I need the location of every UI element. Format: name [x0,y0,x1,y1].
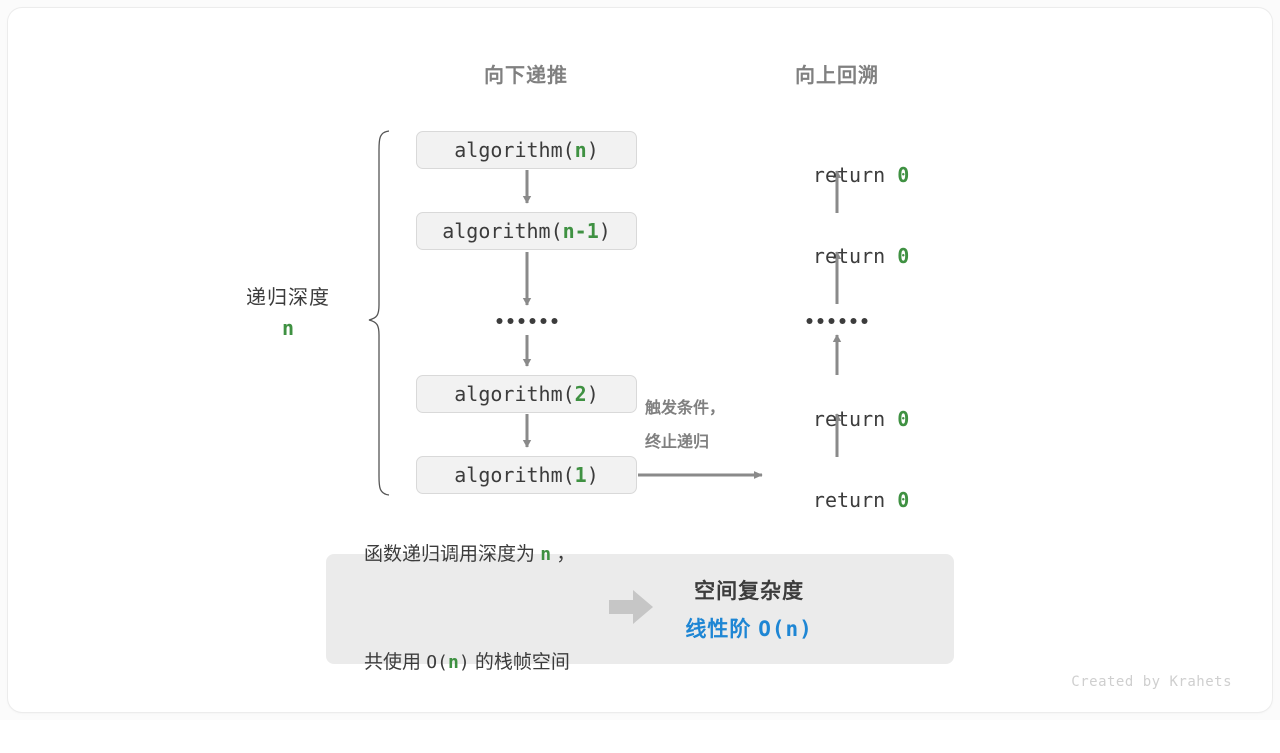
dot [861,318,868,324]
call-box-suffix: ) [586,138,599,162]
recursion-depth-text: 递归深度 [246,287,330,309]
return-keyword: return [812,488,898,512]
dot [839,318,846,324]
call-box-suffix: ) [598,219,611,243]
return-keyword: return [812,163,898,187]
call-box-arg: n [574,138,587,162]
summary-conclusion: 空间复杂度 线性阶 O(n) [685,575,812,643]
dot [507,318,514,324]
return-label-second: return 0 [765,220,910,292]
call-box-prefix: algorithm( [454,463,575,487]
base-case-note-line1: 触发条件， [645,400,726,417]
dot [496,318,503,324]
return-value: 0 [897,488,910,512]
return-label-top: return 0 [765,139,910,211]
dot [551,318,558,324]
call-box-prefix: algorithm( [454,382,575,406]
call-box-arg: 1 [574,463,587,487]
ellipsis-left [496,318,558,324]
summary-line2-text-b: 的栈帧空间 [469,652,570,673]
summary-arrow-icon [609,589,654,629]
call-box-prefix: algorithm( [454,138,575,162]
dot [806,318,813,324]
footer-credit: Created by Krahets [1071,674,1232,690]
summary-line-2: 共使用 O(n) 的栈帧空间 [364,645,575,681]
dot [540,318,547,324]
summary-description: 函数递归调用深度为 n ， 共使用 O(n) 的栈帧空间 [364,465,575,753]
return-label-third: return 0 [765,383,910,455]
summary-line1-text-a: 函数递归调用深度为 [364,544,541,565]
summary-line2-close: ) [458,652,470,673]
base-case-note: 触发条件， 终止递归 [645,392,725,460]
return-value: 0 [897,244,910,268]
header-downward-recursion: 向下递推 [484,65,568,87]
call-box-2: algorithm(2) [416,375,637,413]
summary-line2-o: O( [426,652,448,673]
call-box-prefix: algorithm( [442,219,563,243]
summary-line-1: 函数递归调用深度为 n ， [364,537,575,573]
summary-line1-n: n [540,544,552,565]
call-box-n: algorithm(n) [416,131,637,169]
dot [828,318,835,324]
return-value: 0 [897,407,910,431]
return-value: 0 [897,163,910,187]
dot [850,318,857,324]
call-box-n-1: algorithm(n-1) [416,212,637,250]
diagram-canvas: 向下递推 向上回溯 algorithm(n) algorithm(n-1) al… [246,65,1232,690]
complexity-notation: O(n) [758,617,813,641]
return-label-base: return 0 [765,464,910,536]
dot [518,318,525,324]
return-keyword: return [812,407,898,431]
space-complexity-value: 线性阶 O(n) [685,613,812,643]
call-box-suffix: ) [586,382,599,406]
call-box-arg: 2 [574,382,587,406]
call-box-1: algorithm(1) [416,456,637,494]
complexity-order: 线性阶 [685,618,759,641]
space-complexity-title: 空间复杂度 [694,580,805,603]
summary-line2-text-a: 共使用 [364,652,427,673]
dot [529,318,536,324]
recursion-depth-value: n [281,316,295,340]
recursion-depth-label: 递归深度 n [246,281,330,340]
base-case-note-line2: 终止递归 [645,434,710,451]
ellipsis-right [806,318,868,324]
return-keyword: return [812,244,898,268]
header-upward-backtrack: 向上回溯 [795,65,879,87]
summary-box: 函数递归调用深度为 n ， 共使用 O(n) 的栈帧空间 空间复杂度 线性阶 O… [326,544,954,673]
summary-line2-n: n [447,652,459,673]
summary-line1-text-b: ， [551,544,576,565]
call-box-arg: n-1 [562,219,599,243]
dot [817,318,824,324]
call-box-suffix: ) [586,463,599,487]
